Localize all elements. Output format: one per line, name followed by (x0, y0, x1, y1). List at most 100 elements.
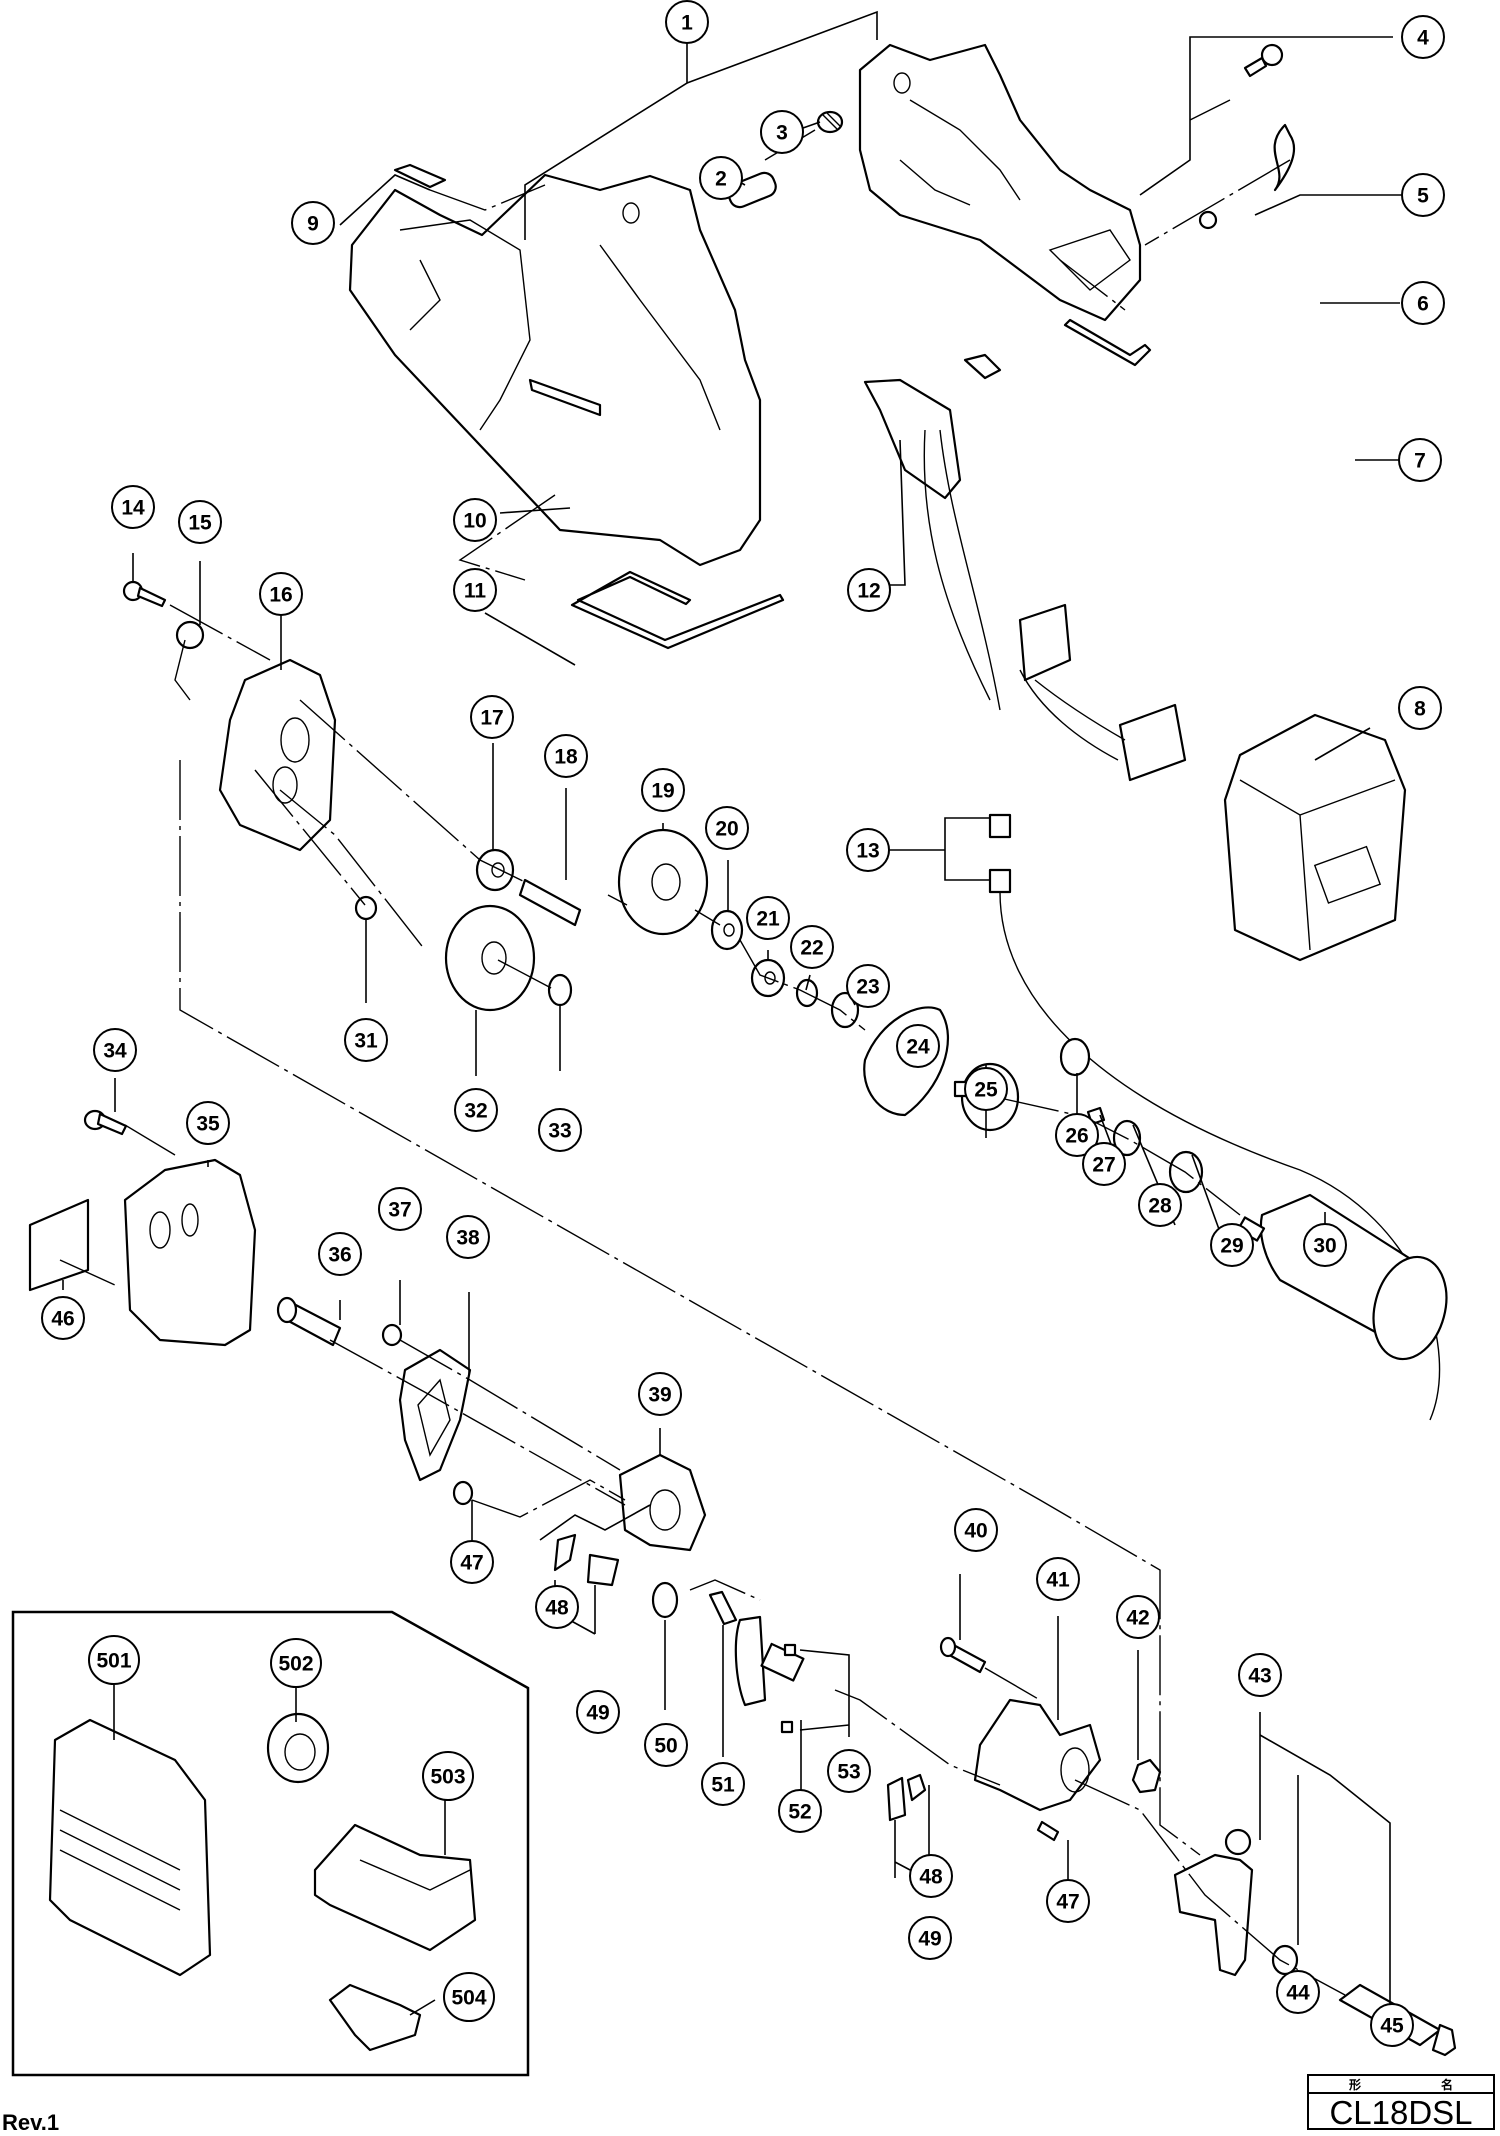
callout-26: 26 (1055, 1113, 1099, 1157)
callout-503: 503 (422, 1751, 474, 1801)
callout-circle (535, 1585, 579, 1629)
callout-number: 45 (1380, 2015, 1404, 2038)
callout-circle (291, 201, 335, 245)
callout-circle (453, 568, 497, 612)
callout-number: 19 (651, 780, 674, 803)
label-10 (528, 378, 602, 417)
spring-15 (174, 620, 205, 701)
callout-number: 42 (1126, 1607, 1149, 1630)
callout-number: 26 (1065, 1125, 1088, 1148)
model-header-char-2: 名 (1440, 2077, 1453, 2092)
callout-47: 47 (1046, 1879, 1090, 1923)
callout-number: 11 (464, 580, 487, 603)
callout-14: 14 (111, 485, 155, 529)
callout-number: 2 (715, 168, 727, 191)
callout-circle (846, 828, 890, 872)
plate-49a (586, 1553, 620, 1587)
shaft-36 (276, 1296, 342, 1347)
callout-number: 27 (1092, 1154, 1115, 1177)
name-plate-9 (393, 163, 447, 189)
callout-6: 6 (1401, 281, 1445, 325)
callout-circle (378, 1187, 422, 1231)
callout-23: 23 (846, 964, 890, 1008)
callout-circle (641, 768, 685, 812)
callout-number: 16 (269, 584, 292, 607)
callout-19: 19 (641, 768, 685, 812)
callout-circle (1398, 686, 1442, 730)
knob-52 (734, 1615, 805, 1707)
callout-11: 11 (453, 568, 497, 612)
callout-circle (1210, 1223, 1254, 1267)
label-46 (28, 1198, 90, 1292)
callout-13: 13 (846, 828, 890, 872)
callout-circle (1401, 173, 1445, 217)
callout-circle (1036, 1557, 1080, 1601)
callout-number: 51 (711, 1774, 735, 1797)
battery-cover-504 (328, 1983, 422, 2052)
dc-motor-30 (1236, 1193, 1448, 1361)
callout-39: 39 (638, 1372, 682, 1416)
callout-circle (344, 1018, 388, 1062)
callout-circle (450, 1540, 494, 1584)
callout-circle (1276, 1970, 1320, 2014)
callout-29: 29 (1210, 1223, 1254, 1267)
housing-right-half (858, 43, 1142, 322)
spring-48a (553, 1533, 577, 1572)
retaining-ring-6 (1198, 210, 1218, 230)
washer-44 (1271, 1944, 1299, 1976)
screw-34 (83, 1109, 128, 1136)
callout-circle (1238, 1653, 1282, 1697)
callout-circle (1398, 438, 1442, 482)
accessory-inset (11, 1610, 530, 2077)
callout-49: 49 (576, 1690, 620, 1734)
callout-8: 8 (1398, 686, 1442, 730)
screw-47a (452, 1480, 474, 1506)
spring-48b (906, 1773, 927, 1802)
planet-gear-26 (1059, 1037, 1091, 1077)
carrying-case-501 (48, 1718, 212, 1977)
callout-number: 1 (681, 12, 693, 35)
callout-number: 50 (654, 1735, 677, 1758)
callout-number: 32 (464, 1100, 487, 1123)
model-title-box: 形 名 CL18DSL (1307, 2074, 1495, 2131)
callout-number: 48 (545, 1597, 569, 1620)
callout-circle (908, 1916, 952, 1960)
callout-number: 6 (1417, 293, 1429, 316)
callout-4: 4 (1401, 15, 1445, 59)
spring-pin-53 (780, 1643, 797, 1734)
callout-number: 17 (480, 707, 503, 730)
gear-32 (444, 904, 536, 1012)
callout-27: 27 (1082, 1142, 1126, 1186)
callout-46: 46 (41, 1296, 85, 1340)
callout-circle (846, 964, 890, 1008)
callout-50: 50 (644, 1723, 688, 1767)
callout-10: 10 (453, 498, 497, 542)
callout-1: 1 (665, 0, 709, 44)
callout-circle (1082, 1142, 1126, 1186)
callout-number: 37 (388, 1199, 411, 1222)
tapping-screw-40 (939, 1636, 987, 1674)
callout-number: 10 (463, 510, 486, 533)
callout-504: 504 (443, 1972, 495, 2022)
callout-31: 31 (344, 1018, 388, 1062)
callout-circle (705, 806, 749, 850)
revision-label: Rev.1 (2, 2110, 60, 2135)
battery-8 (1223, 713, 1407, 962)
tapping-screw-14 (122, 580, 167, 608)
callout-number: 7 (1414, 450, 1426, 473)
callout-number: 502 (278, 1653, 313, 1676)
callout-number: 41 (1046, 1569, 1070, 1592)
callout-circle (847, 568, 891, 612)
callout-circle (576, 1690, 620, 1734)
tapping-screw-4 (1243, 43, 1284, 78)
callout-number: 3 (776, 122, 788, 145)
callout-501: 501 (88, 1635, 140, 1685)
callout-45: 45 (1370, 2003, 1414, 2047)
callout-circle (790, 925, 834, 969)
callout-44: 44 (1276, 1970, 1320, 2014)
assembly-lines (59, 10, 1403, 2025)
callout-number: 24 (906, 1036, 930, 1059)
callout-number: 8 (1414, 698, 1426, 721)
knob-502 (266, 1712, 330, 1784)
callout-number: 38 (456, 1227, 480, 1250)
